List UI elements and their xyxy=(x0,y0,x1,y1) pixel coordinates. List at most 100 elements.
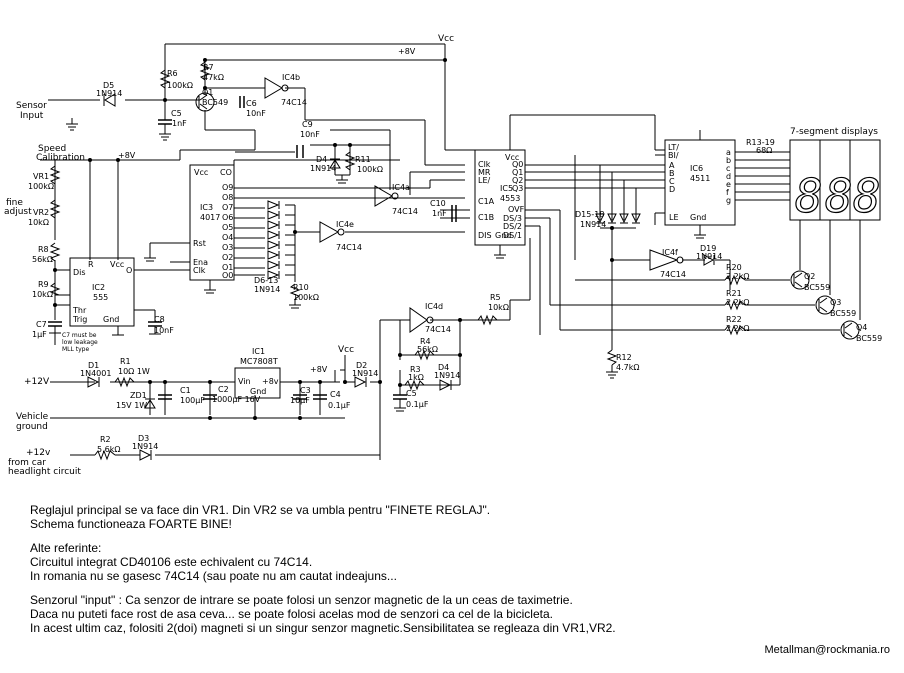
ic3-pin-o3: O3 xyxy=(222,243,233,252)
r8-val: 56kΩ xyxy=(32,255,53,264)
ic-bodies xyxy=(69,139,736,399)
c9-capacitor xyxy=(296,145,304,158)
r20-ref: R20 xyxy=(726,263,742,272)
zd1-val: 15V 1W xyxy=(116,401,147,410)
vr2-val: 10kΩ xyxy=(28,218,49,227)
ic6-pin-f-out: f xyxy=(726,188,729,197)
svg-text:8: 8 xyxy=(795,169,823,223)
ic3-4017 xyxy=(189,164,235,281)
d4-diode xyxy=(329,159,341,169)
d3-ref: D3 xyxy=(138,434,149,443)
r4-val: 56kΩ xyxy=(417,345,438,354)
c6-val: 10nF xyxy=(246,109,266,118)
ic5-pin-q2: Q2 xyxy=(512,176,523,185)
ic3-pin-rst: Rst xyxy=(193,239,206,248)
r7-resistor xyxy=(199,61,211,81)
ic6-pin-bi: BI/ xyxy=(668,151,679,160)
note-line: In romania nu se gasesc 74C14 (sau poate… xyxy=(30,569,397,583)
c5-capacitor xyxy=(158,119,172,125)
d5-val: 1N914 xyxy=(96,89,122,98)
d4b-val: 1N914 xyxy=(434,371,460,380)
r13-19-val: 68Ω xyxy=(756,146,772,155)
d2-diode xyxy=(354,376,367,388)
r1-ref: R1 xyxy=(120,357,131,366)
diodes xyxy=(87,93,715,461)
notes-block: Reglajul principal se va face din VR1. D… xyxy=(30,503,890,635)
display-title: 7-segment displays xyxy=(790,127,878,137)
ic1-7808 xyxy=(234,367,281,399)
plus8v-label-ps: +8V xyxy=(310,365,328,374)
ic3-pin-o0: O0 xyxy=(222,271,233,280)
ic4f-part: 74C14 xyxy=(660,270,686,279)
c5-val: 1nF xyxy=(172,119,187,128)
vcc-label-ps: Vcc xyxy=(338,345,354,355)
note-line: Circuitul integrat CD40106 este echivale… xyxy=(30,555,313,569)
note-line: Alte referinte: xyxy=(30,541,102,555)
ic2-pin-trig: Trig xyxy=(72,315,87,324)
q1-transistor xyxy=(195,92,215,112)
ic6-pin-d: D xyxy=(669,185,675,194)
r12-resistor xyxy=(606,349,618,366)
ic3-pin-o1: O1 xyxy=(222,263,233,272)
ic6-pin-a: A xyxy=(669,161,675,170)
ic6-pin-gnd: Gnd xyxy=(690,213,706,222)
circuit-schematic: 8 8 8 Vcc +8V +8V Vcc +8V xyxy=(4,34,882,477)
c2-capacitor xyxy=(203,394,217,400)
c7-note-2: low leakage xyxy=(62,339,98,346)
d19-val: 1N914 xyxy=(696,252,722,261)
r22-resistor xyxy=(724,324,746,336)
ic6-pin-b-out: b xyxy=(726,156,731,165)
plus8v-label-top: +8V xyxy=(398,47,416,56)
r3-ref: R3 xyxy=(410,365,421,374)
ic4f-ref: IC4f xyxy=(662,248,678,257)
junction-dots xyxy=(53,58,614,420)
ic4b-ref: IC4b xyxy=(282,73,300,82)
transistors xyxy=(195,92,860,340)
r6-resistor xyxy=(159,69,171,89)
ic3-pin-vcc: Vcc xyxy=(194,168,208,177)
ground-sensor xyxy=(66,118,78,131)
d3-val: 1N914 xyxy=(132,442,158,451)
ic2-part: 555 xyxy=(93,293,108,302)
ic5-pin-ds2: DS/2 xyxy=(503,222,522,231)
r2-val: 5.6kΩ xyxy=(97,445,120,454)
vr1-ref: VR1 xyxy=(33,172,49,181)
ic5-pin-q3: Q3 xyxy=(512,184,523,193)
c4-val: 0.1µF xyxy=(328,401,351,410)
q2-ref: Q2 xyxy=(804,272,815,281)
r7-val: 47kΩ xyxy=(203,73,224,82)
c5-ref: C5 xyxy=(171,109,182,118)
d19-ref: D19 xyxy=(700,244,716,253)
r9-val: 10kΩ xyxy=(32,290,53,299)
ic4d-gate xyxy=(409,307,428,333)
d5-diode xyxy=(104,93,116,107)
headlight-label-1: +12v xyxy=(26,448,51,458)
r11-ref: R11 xyxy=(355,155,371,164)
ic4a-ref: IC4a xyxy=(392,183,410,192)
r20-val: 2.2kΩ xyxy=(726,272,749,281)
ic5-pin-ds1: DS/1 xyxy=(503,231,522,240)
r5-ref: R5 xyxy=(490,293,501,302)
c10-capacitor xyxy=(451,205,457,222)
ic6-pin-lt: LT/ xyxy=(668,143,679,152)
ground-ic1 xyxy=(144,243,156,262)
d15-18-diodes xyxy=(595,213,641,224)
r12-ref: R12 xyxy=(616,353,632,362)
ground-ic6 xyxy=(694,225,706,239)
c3-capacitor xyxy=(293,394,307,400)
ic5-pin-le: LE/ xyxy=(478,176,491,185)
c7-capacitor xyxy=(48,321,62,327)
note-line: Schema functioneaza FOARTE BINE! xyxy=(30,517,232,531)
ic6-pin-c-out: c xyxy=(726,164,730,173)
d15-18-val: 1N914 xyxy=(580,220,606,229)
note-line: In acest ultim caz, folositi 2(doi) magn… xyxy=(30,621,616,635)
ic5-pin-c1a: C1A xyxy=(478,197,495,206)
ic3-pin-ena: Ena xyxy=(193,258,208,267)
ground-c8 xyxy=(149,326,161,335)
ic2-pin-gnd: Gnd xyxy=(103,315,119,324)
ic3-part: 4017 xyxy=(200,213,220,222)
ic1-part: MC7808T xyxy=(240,357,278,366)
ic6-ref: IC6 xyxy=(690,164,703,173)
d4-val: 1N914 xyxy=(310,164,336,173)
r3-val: 1kΩ xyxy=(408,373,424,382)
